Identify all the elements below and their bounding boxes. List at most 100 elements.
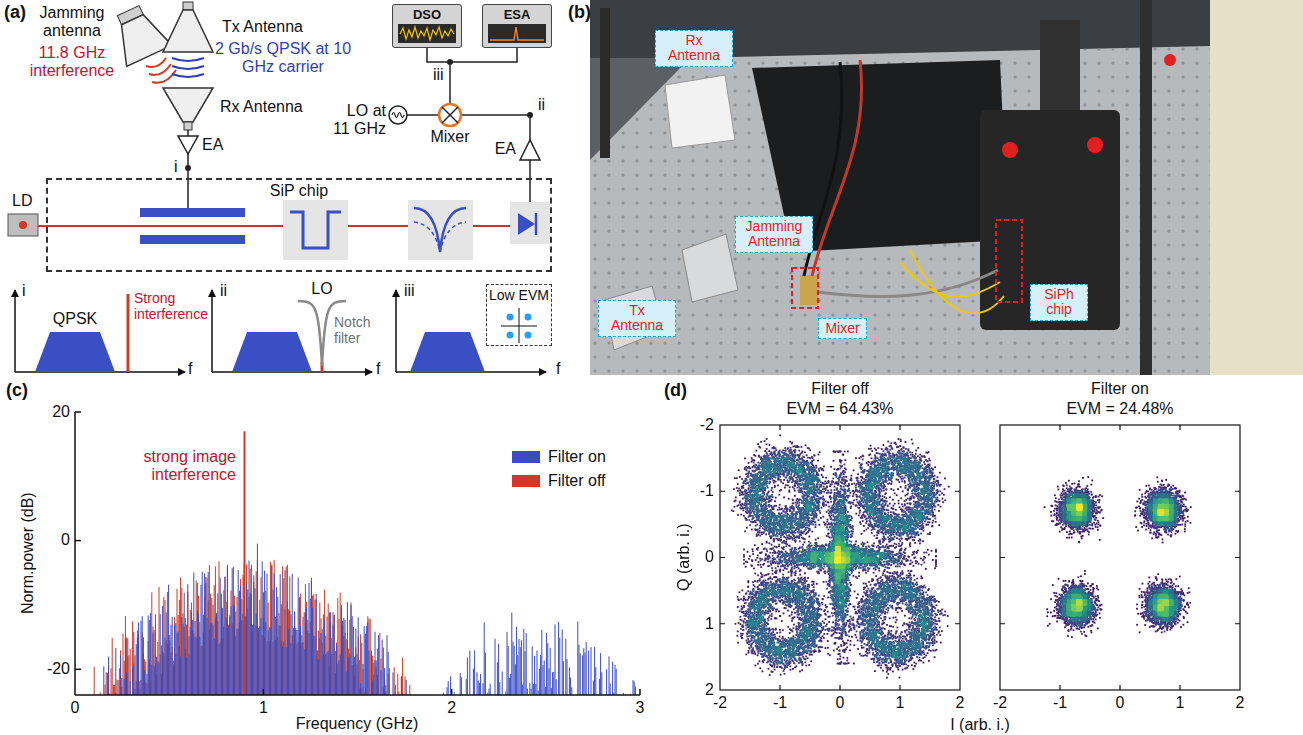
lab-photo (812, 60, 862, 276)
jamming-waves (146, 58, 176, 83)
notch-filter (408, 200, 473, 260)
tick-label: 2 (447, 699, 456, 717)
tick-label: 1 (705, 615, 714, 633)
lab-photo (1210, 0, 1303, 375)
spectrum-sketch (211, 290, 213, 372)
mini-constellation (525, 332, 532, 339)
qpsk-band (35, 332, 115, 372)
constellation-scatter (1000, 425, 1240, 690)
tick-label: 1 (259, 699, 268, 717)
jamming-horn (110, 9, 172, 66)
tick-label: 2 (1236, 694, 1245, 712)
photodiode (518, 213, 535, 235)
lo-source (389, 106, 407, 124)
photo-tag: SiPh chip (1030, 284, 1088, 321)
dso-icon (392, 4, 462, 48)
constellation-scatter (720, 425, 960, 690)
annotation-label: iii (404, 282, 415, 300)
mini-constellation (501, 308, 537, 343)
dso-icon (400, 27, 454, 40)
spectrum-axes (75, 694, 640, 696)
wires (407, 114, 439, 116)
tick-label: -2 (993, 694, 1007, 712)
spectrum-sketch (395, 290, 397, 372)
notch-filter (414, 208, 466, 252)
photodiode (510, 202, 550, 244)
amplifier-symbol (178, 136, 198, 154)
signal-waves (172, 58, 204, 61)
lab-photo (590, 0, 1303, 375)
mini-constellation (507, 332, 514, 339)
annotation-label: EVM = 24.48% (1066, 400, 1173, 418)
laser-diode (8, 214, 38, 236)
tick-label: -1 (1053, 694, 1067, 712)
axis-title: Q (arb. i.) (675, 523, 693, 591)
legend-swatch (512, 451, 540, 463)
constellation-frames (720, 425, 960, 690)
jamming-horn (106, 0, 172, 66)
legend-text: Filter on (548, 448, 606, 466)
tick-label: 20 (52, 403, 70, 421)
modulator-electrode (140, 208, 245, 217)
esa-icon (488, 24, 546, 43)
wires (529, 160, 531, 202)
spectrum-axes (75, 669, 81, 671)
dso-icon (398, 24, 456, 43)
amplifier-symbol (520, 140, 540, 160)
wires (187, 130, 189, 136)
annotation-label: f (188, 360, 192, 378)
photodiode (535, 213, 538, 235)
panel-label: (c) (6, 380, 28, 401)
node-label: Jamming Antenna (742, 219, 806, 250)
mixer-symbol (439, 104, 461, 126)
axis-title: Norm.power (dB) (19, 492, 37, 614)
tick-label: 1 (896, 694, 905, 712)
annotation-label: EA (495, 140, 516, 158)
notch-filter (408, 200, 473, 260)
photo-tag: Rx Antenna (655, 30, 733, 67)
wires (529, 115, 531, 140)
chip-boundary: SiP chip (46, 178, 552, 272)
tick-label: 3 (636, 699, 645, 717)
annotation-label: i (174, 158, 178, 176)
lab-photo (980, 110, 1120, 330)
node-label: Rx Antenna (662, 33, 726, 64)
instrument-box: DSO (392, 4, 462, 48)
wires (187, 154, 189, 208)
annotation-label: Tx Antenna (222, 18, 303, 36)
rx-horn (163, 88, 213, 122)
annotation-label: Rx Antenna (220, 98, 303, 116)
bandstop-filter (283, 200, 348, 260)
result-box: Low EVM (486, 284, 552, 346)
annotation-label: 2 Gb/s QPSK at 10 GHz carrier (208, 40, 358, 77)
wires (188, 62, 530, 208)
spectrum-sketch (15, 290, 546, 372)
bandstop-filter (283, 200, 348, 260)
probe-dot (185, 165, 191, 171)
tx-horn (163, 10, 213, 52)
annotation-label: Filter off (811, 380, 869, 398)
lab-photo (590, 46, 1210, 375)
node-label: DSO (393, 8, 461, 23)
rx-horn (163, 88, 213, 130)
lab-photo (1002, 142, 1018, 158)
wires (449, 62, 451, 104)
signal-waves (172, 74, 204, 77)
tick-label: 1 (1176, 694, 1185, 712)
image-interference-spike (244, 431, 246, 695)
probe-dot (527, 112, 533, 118)
esa-icon (482, 4, 552, 48)
lab-photo (1040, 20, 1080, 110)
esa-icon (482, 4, 552, 48)
annotation-label: Notch filter (334, 314, 382, 346)
legend-text: Filter off (548, 472, 606, 490)
lab-photo (1164, 54, 1176, 66)
lab-photo (590, 0, 1303, 375)
annotation-label: EA (202, 136, 223, 154)
jamming-waves (146, 58, 166, 67)
spectrum-sketch (14, 290, 16, 372)
panel-label: (a) (4, 2, 26, 23)
photo-tag: Jamming Antenna (735, 216, 813, 253)
lab-photo (996, 220, 1022, 302)
spectrum-axes (74, 412, 76, 695)
